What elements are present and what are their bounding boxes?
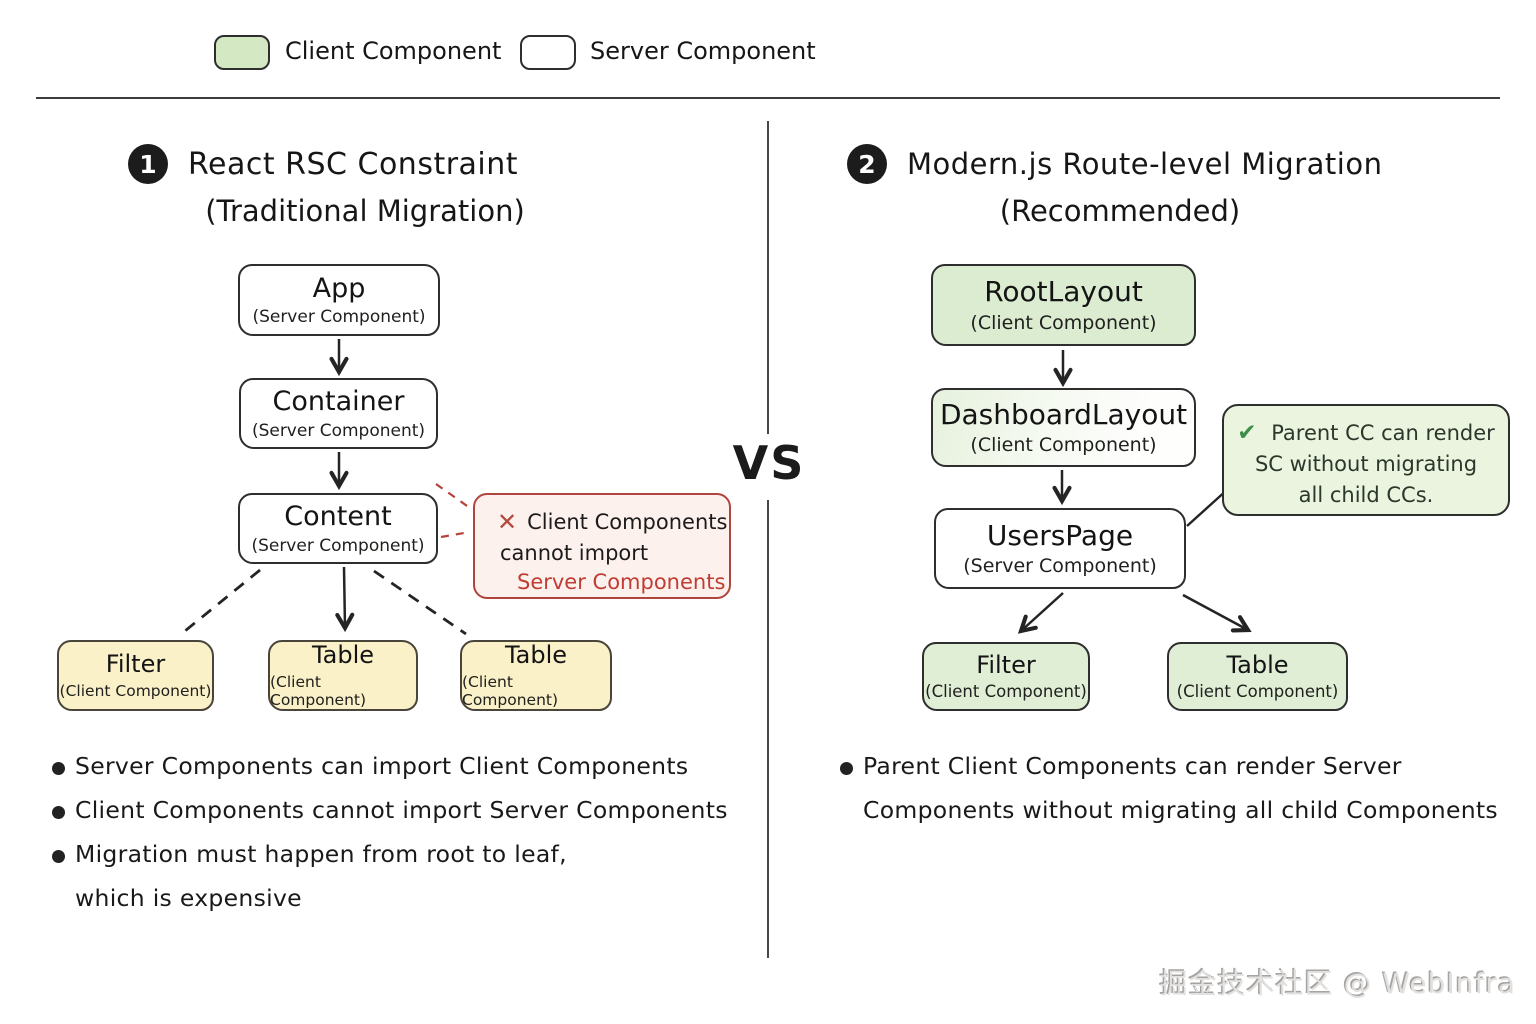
left-panel-subtitle: (Traditional Migration)	[205, 194, 525, 228]
node-table-mid-name: Table	[311, 641, 375, 670]
dashed-error-link-top	[435, 483, 471, 509]
right-panel-title-row: 2 Modern.js Route-level Migration	[847, 144, 1382, 184]
node-table-right: Table (Client Component)	[460, 640, 612, 711]
check-icon: ✔	[1237, 420, 1257, 446]
dashed-error-link-side	[440, 530, 471, 539]
left-bullet-1: Server Components can import Client Comp…	[52, 752, 728, 780]
dashed-content-filter	[179, 568, 261, 637]
left-panel-title-row: 1 React RSC Constraint	[128, 144, 518, 184]
vertical-divider-top	[767, 121, 769, 434]
right-bullet-1-continuation: Components without migrating all child C…	[863, 796, 1498, 824]
node-filter-right-name: Filter	[976, 650, 1036, 679]
node-table-right-type: (Client Component)	[462, 672, 559, 709]
node-content-name: Content	[284, 501, 392, 533]
callout-line-2: SC without migrating	[1254, 452, 1478, 476]
node-table-green-type: (Client Component)	[1176, 682, 1339, 702]
step-2-badge: 2	[847, 144, 887, 184]
node-app-type: (Server Component)	[252, 307, 426, 328]
dashed-content-table2	[373, 569, 467, 636]
arrow-userspage-filter	[1017, 592, 1064, 634]
x-icon: ✕	[497, 508, 518, 536]
node-dashboardlayout: DashboardLayout (Client Component)	[931, 388, 1196, 467]
node-rootlayout-name: RootLayout	[984, 275, 1143, 309]
bullet-dot	[52, 806, 65, 819]
node-content: Content (Server Component)	[238, 493, 438, 564]
left-bullet-list: Server Components can import Client Comp…	[52, 752, 728, 928]
bullet-dot	[52, 850, 65, 863]
node-filter-right-type: (Client Component)	[925, 682, 1087, 702]
legend-client-label: Client Component	[285, 37, 502, 65]
legend-server-swatch	[520, 35, 576, 70]
callout-line-3: all child CCs.	[1298, 483, 1434, 507]
vs-label: VS	[732, 436, 806, 490]
node-dashboardlayout-type: (Client Component)	[970, 434, 1157, 457]
right-bullet-list: Parent Client Components can render Serv…	[840, 752, 1498, 840]
error-line-3: Server Components	[517, 570, 726, 594]
node-userspage-type: (Server Component)	[963, 555, 1157, 578]
node-rootlayout-type: (Client Component)	[970, 311, 1157, 334]
node-filter-left-name: Filter	[105, 650, 166, 679]
right-panel-title: Modern.js Route-level Migration	[907, 147, 1383, 181]
node-filter-right: Filter (Client Component)	[922, 642, 1090, 711]
node-filter-left: Filter (Client Component)	[57, 640, 214, 711]
node-content-type: (Server Component)	[251, 535, 425, 556]
bullet-dot	[52, 762, 65, 775]
node-container-name: Container	[272, 386, 405, 418]
node-app: App (Server Component)	[238, 264, 440, 336]
arrow-userspage-table	[1182, 593, 1252, 633]
node-table-right-name: Table	[504, 641, 568, 670]
left-panel-title: React RSC Constraint	[188, 146, 519, 182]
left-bullet-2: Client Components cannot import Server C…	[52, 796, 728, 824]
node-table-green-name: Table	[1226, 650, 1289, 679]
left-bullet-3: Migration must happen from root to leaf,	[52, 840, 728, 868]
node-app-name: App	[312, 272, 366, 304]
node-table-mid: Table (Client Component)	[268, 640, 418, 711]
bullet-dot	[840, 762, 853, 775]
success-callout: ✔ Parent CC can render SC without migrat…	[1222, 404, 1510, 516]
error-callout: ✕ Client Components cannot import Server…	[473, 493, 731, 599]
node-userspage: UsersPage (Server Component)	[934, 508, 1186, 589]
legend-server-label: Server Component	[590, 37, 816, 65]
watermark: 掘金技术社区 @ WebInfra	[1159, 967, 1516, 1000]
node-userspage-name: UsersPage	[986, 518, 1134, 552]
node-table-green: Table (Client Component)	[1167, 642, 1348, 711]
step-1-badge: 1	[128, 144, 168, 184]
vertical-divider-bottom	[767, 500, 769, 958]
arrow-content-table	[335, 566, 355, 633]
top-divider	[36, 97, 1500, 99]
right-bullet-1: Parent Client Components can render Serv…	[840, 752, 1498, 780]
error-line-1: Client Components	[527, 510, 728, 534]
node-container: Container (Server Component)	[239, 378, 438, 449]
node-filter-left-type: (Client Component)	[59, 681, 212, 700]
callout-line-1: Parent CC can render	[1271, 421, 1495, 445]
node-container-type: (Server Component)	[251, 420, 426, 441]
left-bullet-3-continuation: which is expensive	[75, 884, 302, 912]
error-line-2: cannot import	[500, 541, 649, 565]
right-panel-subtitle: (Recommended)	[999, 194, 1241, 228]
node-table-mid-type: (Client Component)	[270, 672, 367, 709]
node-dashboardlayout-name: DashboardLayout	[939, 397, 1188, 431]
node-rootlayout: RootLayout (Client Component)	[931, 264, 1196, 346]
legend-client-swatch	[214, 35, 270, 70]
